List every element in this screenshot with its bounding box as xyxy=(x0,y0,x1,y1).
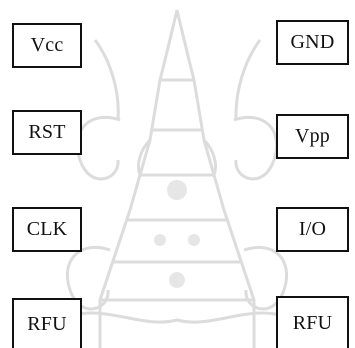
pin-rfu-left: RFU xyxy=(12,298,82,348)
pin-rfu-left-label: RFU xyxy=(27,312,67,335)
pin-vpp-label: Vpp xyxy=(294,125,331,147)
pin-io: I/O xyxy=(276,207,349,252)
pin-clk-label: CLK xyxy=(26,218,68,240)
pin-vpp: Vpp xyxy=(276,114,349,159)
pin-rfu-right: RFU xyxy=(276,296,349,348)
pin-vcc: Vcc xyxy=(12,23,82,68)
pin-clk: CLK xyxy=(12,207,82,252)
pin-rst-label: RST xyxy=(28,121,66,143)
pin-io-label: I/O xyxy=(298,218,327,240)
pin-rfu-right-label: RFU xyxy=(292,311,333,334)
pin-gnd-label: GND xyxy=(290,31,335,53)
pin-gnd: GND xyxy=(276,20,349,65)
pin-rst: RST xyxy=(12,110,82,155)
pin-vcc-label: Vcc xyxy=(30,34,64,56)
